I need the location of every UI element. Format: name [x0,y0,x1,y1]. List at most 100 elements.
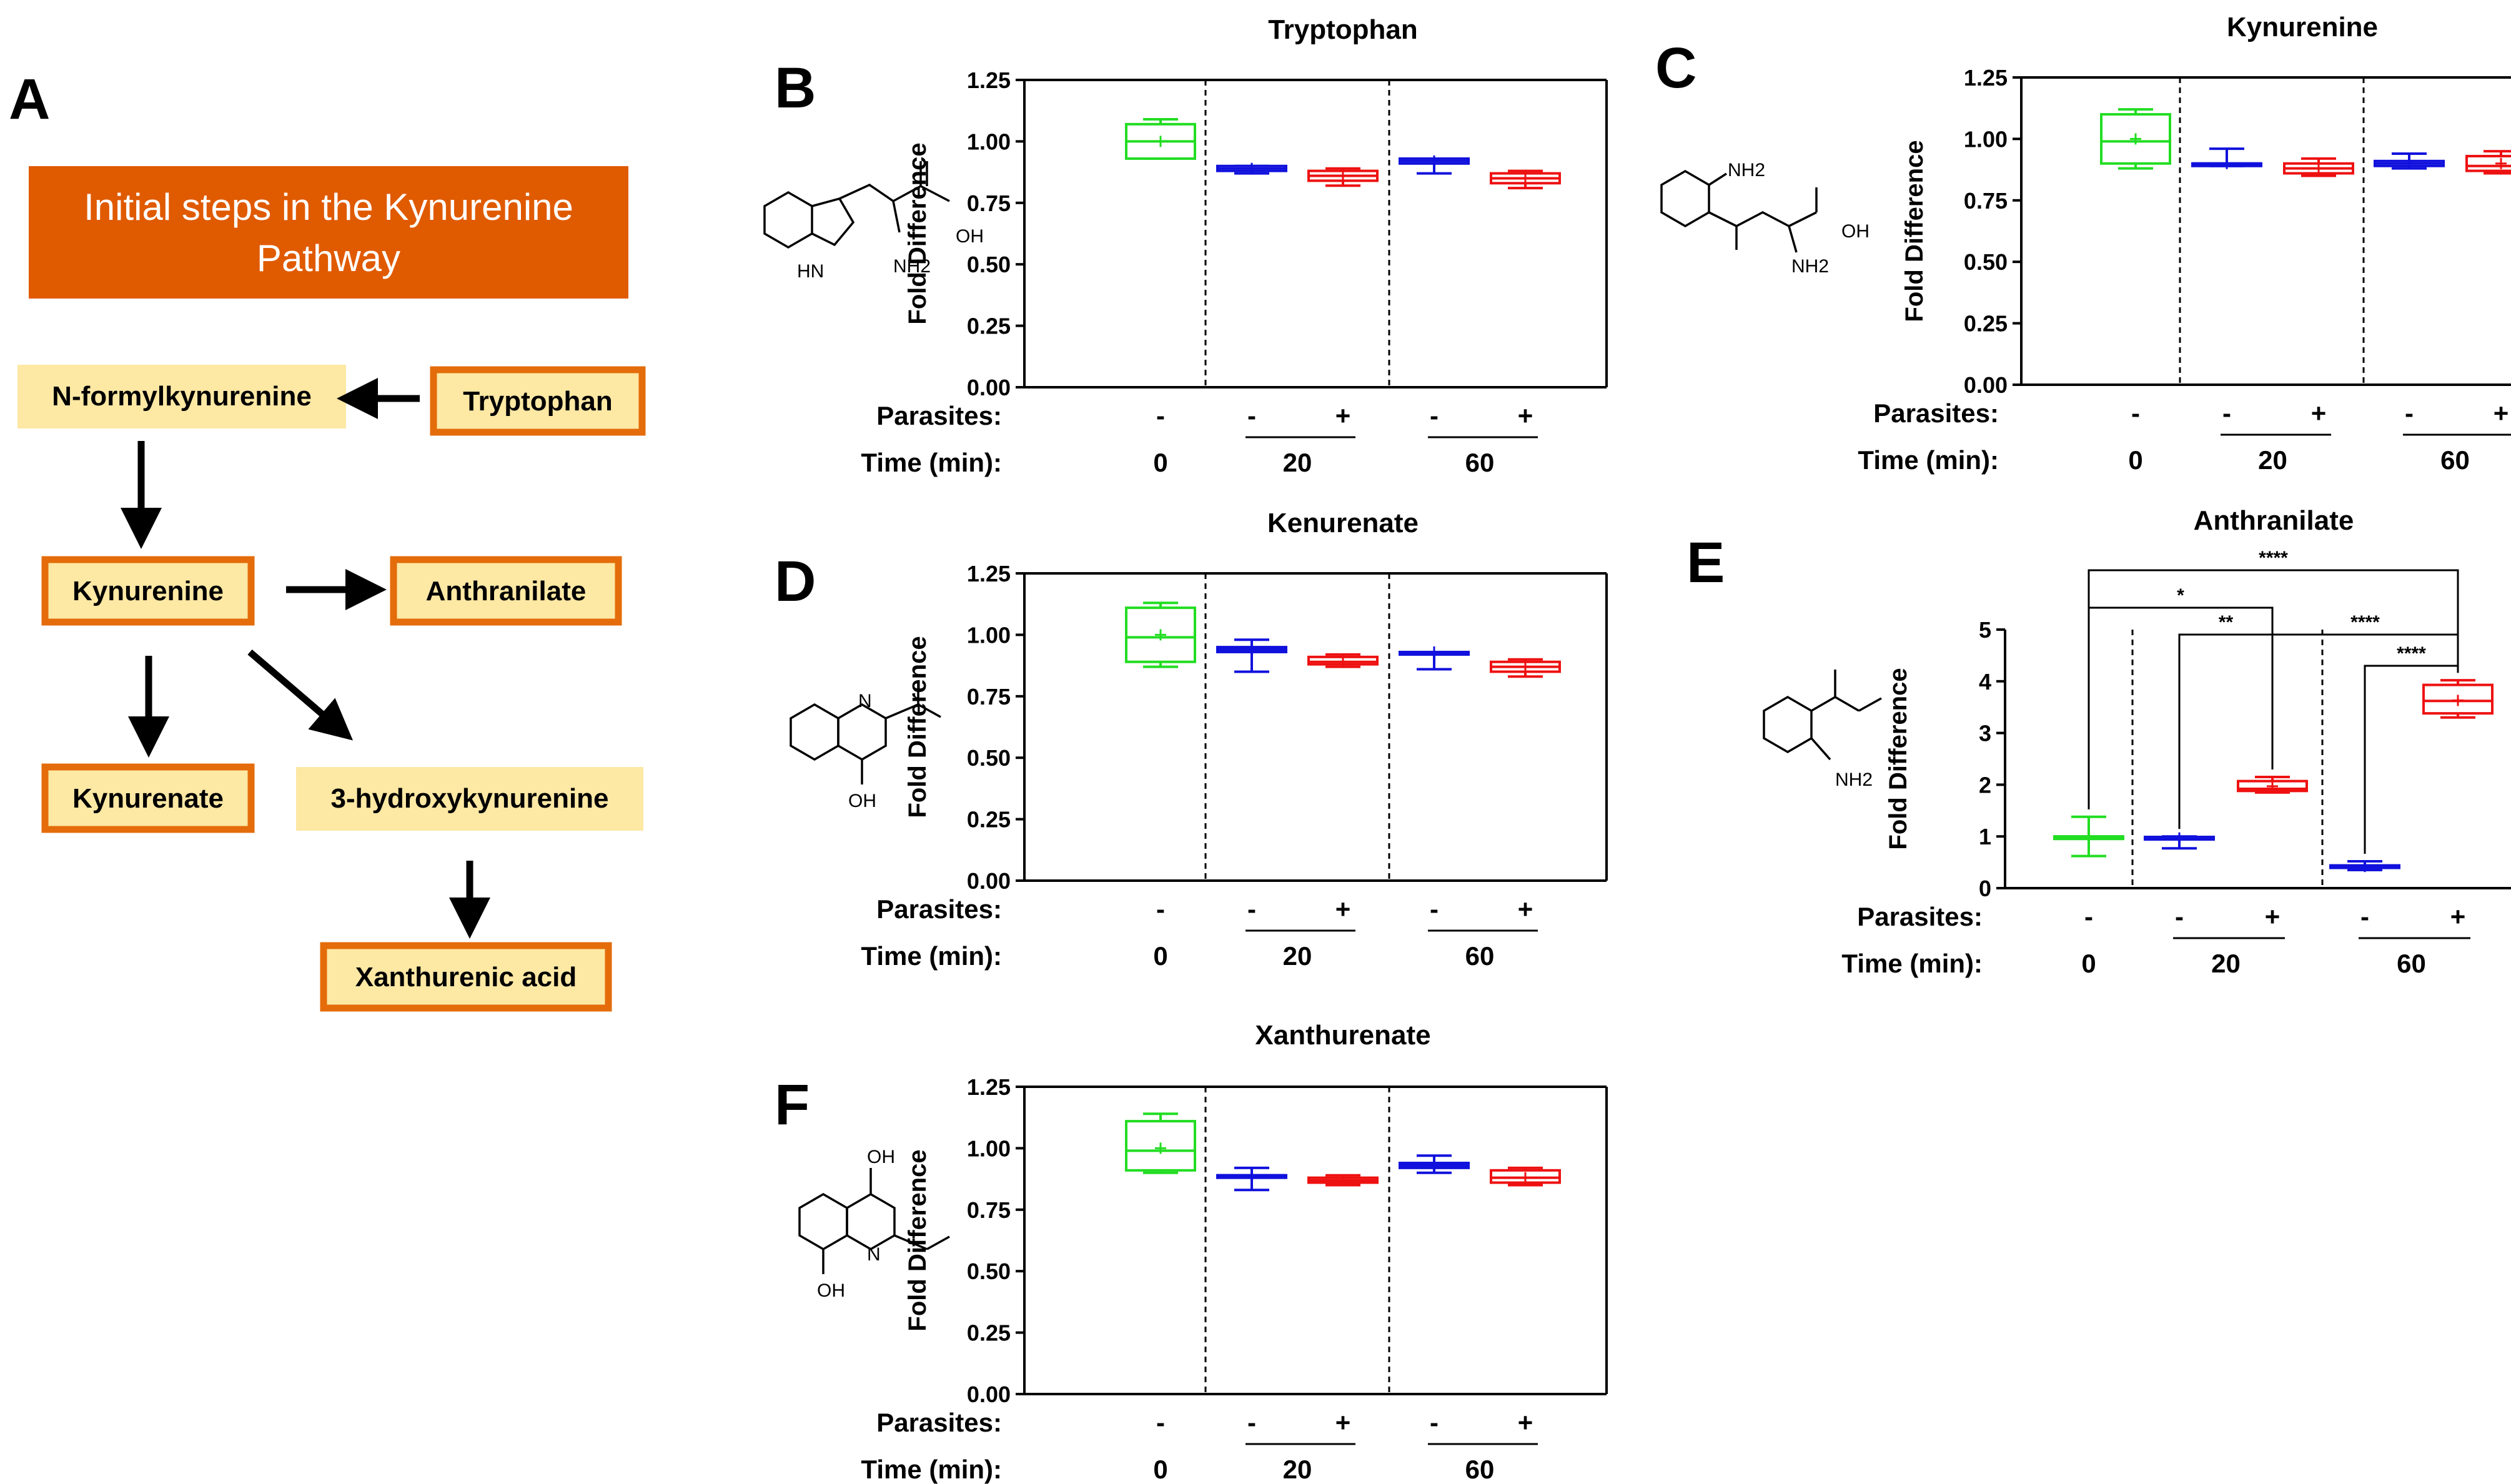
y-tick-label: 0.00 [967,868,1011,894]
y-tick-label: 0.25 [967,1320,1011,1346]
parasites-value: + [1518,1408,1533,1437]
significance-label: * [2177,585,2184,606]
pathway-title-line1: Initial steps in the Kynurenine [84,186,573,228]
parasites-value: + [2450,902,2466,931]
y-tick-label: 3 [1979,721,1991,746]
time-value: 0 [1153,1455,1167,1484]
time-row-label: Time (min): [861,448,1002,477]
node-label-kynurenine: Kynurenine [72,576,224,606]
time-value: 60 [1465,941,1495,971]
significance-label: **** [2259,548,2288,568]
y-tick-label: 0.75 [967,190,1011,216]
y-tick-label: 0 [1979,876,1991,901]
box-t60-control [1399,646,1470,671]
box-t20-parasites [1307,653,1379,668]
y-tick-label: 5 [1979,617,1991,643]
time-value: 60 [2440,445,2470,475]
chart-title: Xanthurenate [1255,1020,1430,1051]
y-tick-label: 1.25 [1964,65,2008,91]
parasites-value: + [1335,894,1351,924]
y-tick-label: 0.00 [1964,372,2008,398]
box-t0-control [1125,601,1196,668]
panel-letter-c: C [1655,36,1696,100]
node-3-hydroxykynurenine [296,767,643,831]
chart-f: Xanthurenate0.000.250.500.751.001.25Fold… [861,1020,1608,1484]
parasites-value: - [1156,1408,1165,1437]
chart-title: Tryptophan [1268,14,1418,45]
y-tick-label: 2 [1979,772,1991,798]
trp-label-nh2: NH2 [893,256,931,277]
y-axis-label: Fold Difference [1884,668,1912,849]
xan-label-n: N [867,1244,881,1265]
time-row-label: Time (min): [861,1455,1002,1484]
parasites-value: - [1247,401,1256,430]
xan-label-oh-top: OH [867,1147,895,1167]
box-t20-control [2191,147,2262,169]
node-label-anthranilate: Anthranilate [426,576,587,606]
parasites-value: - [1430,1408,1439,1437]
y-tick-label: 0.75 [967,684,1011,710]
parasites-row-label: Parasites: [876,1408,1002,1437]
significance-label: **** [2350,612,2380,633]
parasites-value: + [1518,894,1533,924]
box-t20-control [1216,638,1287,673]
parasites-row-label: Parasites: [876,401,1002,430]
panel-letter-a: A [9,67,50,131]
y-axis-label: Fold Difference [904,636,931,818]
time-value: 0 [2081,949,2096,978]
y-tick-label: 0.75 [967,1197,1011,1223]
node-tryptophan [430,366,646,436]
y-tick-label: 1.25 [967,561,1011,586]
node-kynurenine [41,556,255,626]
structure-kynurenate [790,681,941,784]
y-tick-label: 0.25 [967,807,1011,833]
box-t60-control [2329,859,2400,873]
structure-anthranilate [1763,670,1882,761]
time-value: 0 [2128,445,2142,475]
y-tick-label: 1.25 [967,1074,1011,1100]
time-value: 60 [2397,949,2426,978]
significance-bracket: * [2088,585,2274,809]
node-n-formylkynurenine [17,365,346,428]
time-row-label: Time (min): [1858,445,1999,475]
bracket-line [2271,633,2459,769]
box-t60-parasites [1490,169,1561,190]
box-t0-control [2100,108,2171,170]
parasites-value: - [2084,902,2093,931]
y-tick-label: 0.50 [967,745,1011,771]
chart-title: Kenurenate [1267,508,1419,538]
time-value: 20 [1283,1455,1312,1484]
box-t0-control [1125,117,1196,160]
pathway-title-box [29,166,628,299]
y-axis-label: Fold Difference [904,1149,931,1331]
kyn-label-nh2-top: NH2 [1728,160,1765,181]
y-tick-label: 0.00 [967,375,1011,400]
time-value: 60 [1465,1455,1495,1484]
bracket-line [2364,665,2459,854]
kyna-label-n: N [858,691,872,711]
significance-bracket: **** [2364,643,2459,854]
box-t20-parasites [2283,157,2354,177]
y-tick-label: 4 [1979,669,1991,695]
time-value: 0 [1153,941,1167,971]
parasites-value: - [2131,398,2140,428]
box-t20-parasites [1307,1174,1379,1187]
parasites-value: - [2222,398,2231,428]
time-value: 20 [1283,448,1312,477]
y-tick-label: 0.00 [967,1382,1011,1407]
box-t60-parasites [2465,150,2511,175]
time-value: 60 [1465,448,1495,477]
significance-bracket: **** [2271,612,2459,769]
y-tick-label: 0.25 [1964,311,2008,337]
trp-label-hn: HN [797,261,824,282]
significance-bracket: ** [2178,612,2274,829]
kyna-label-oh: OH [848,791,876,811]
y-tick-label: 1.00 [967,622,1011,648]
panel-letter-d: D [775,550,816,613]
box-t60-parasites [2422,679,2494,719]
parasites-row-label: Parasites: [1873,398,1999,428]
parasites-value: + [2265,902,2281,931]
